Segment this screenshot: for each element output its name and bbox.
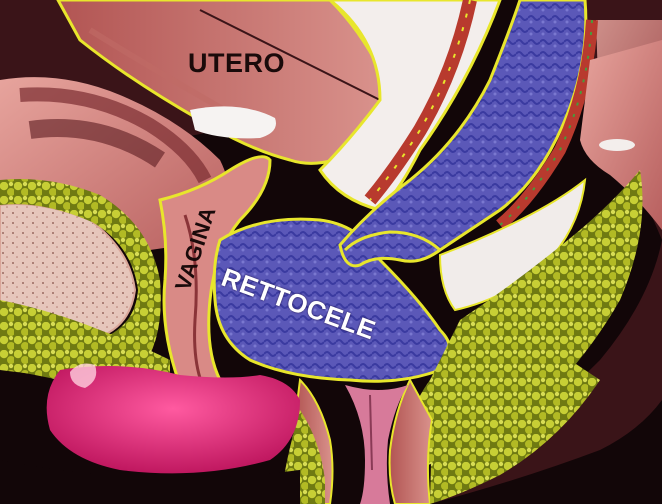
uterus-label: UTERO <box>188 48 285 79</box>
